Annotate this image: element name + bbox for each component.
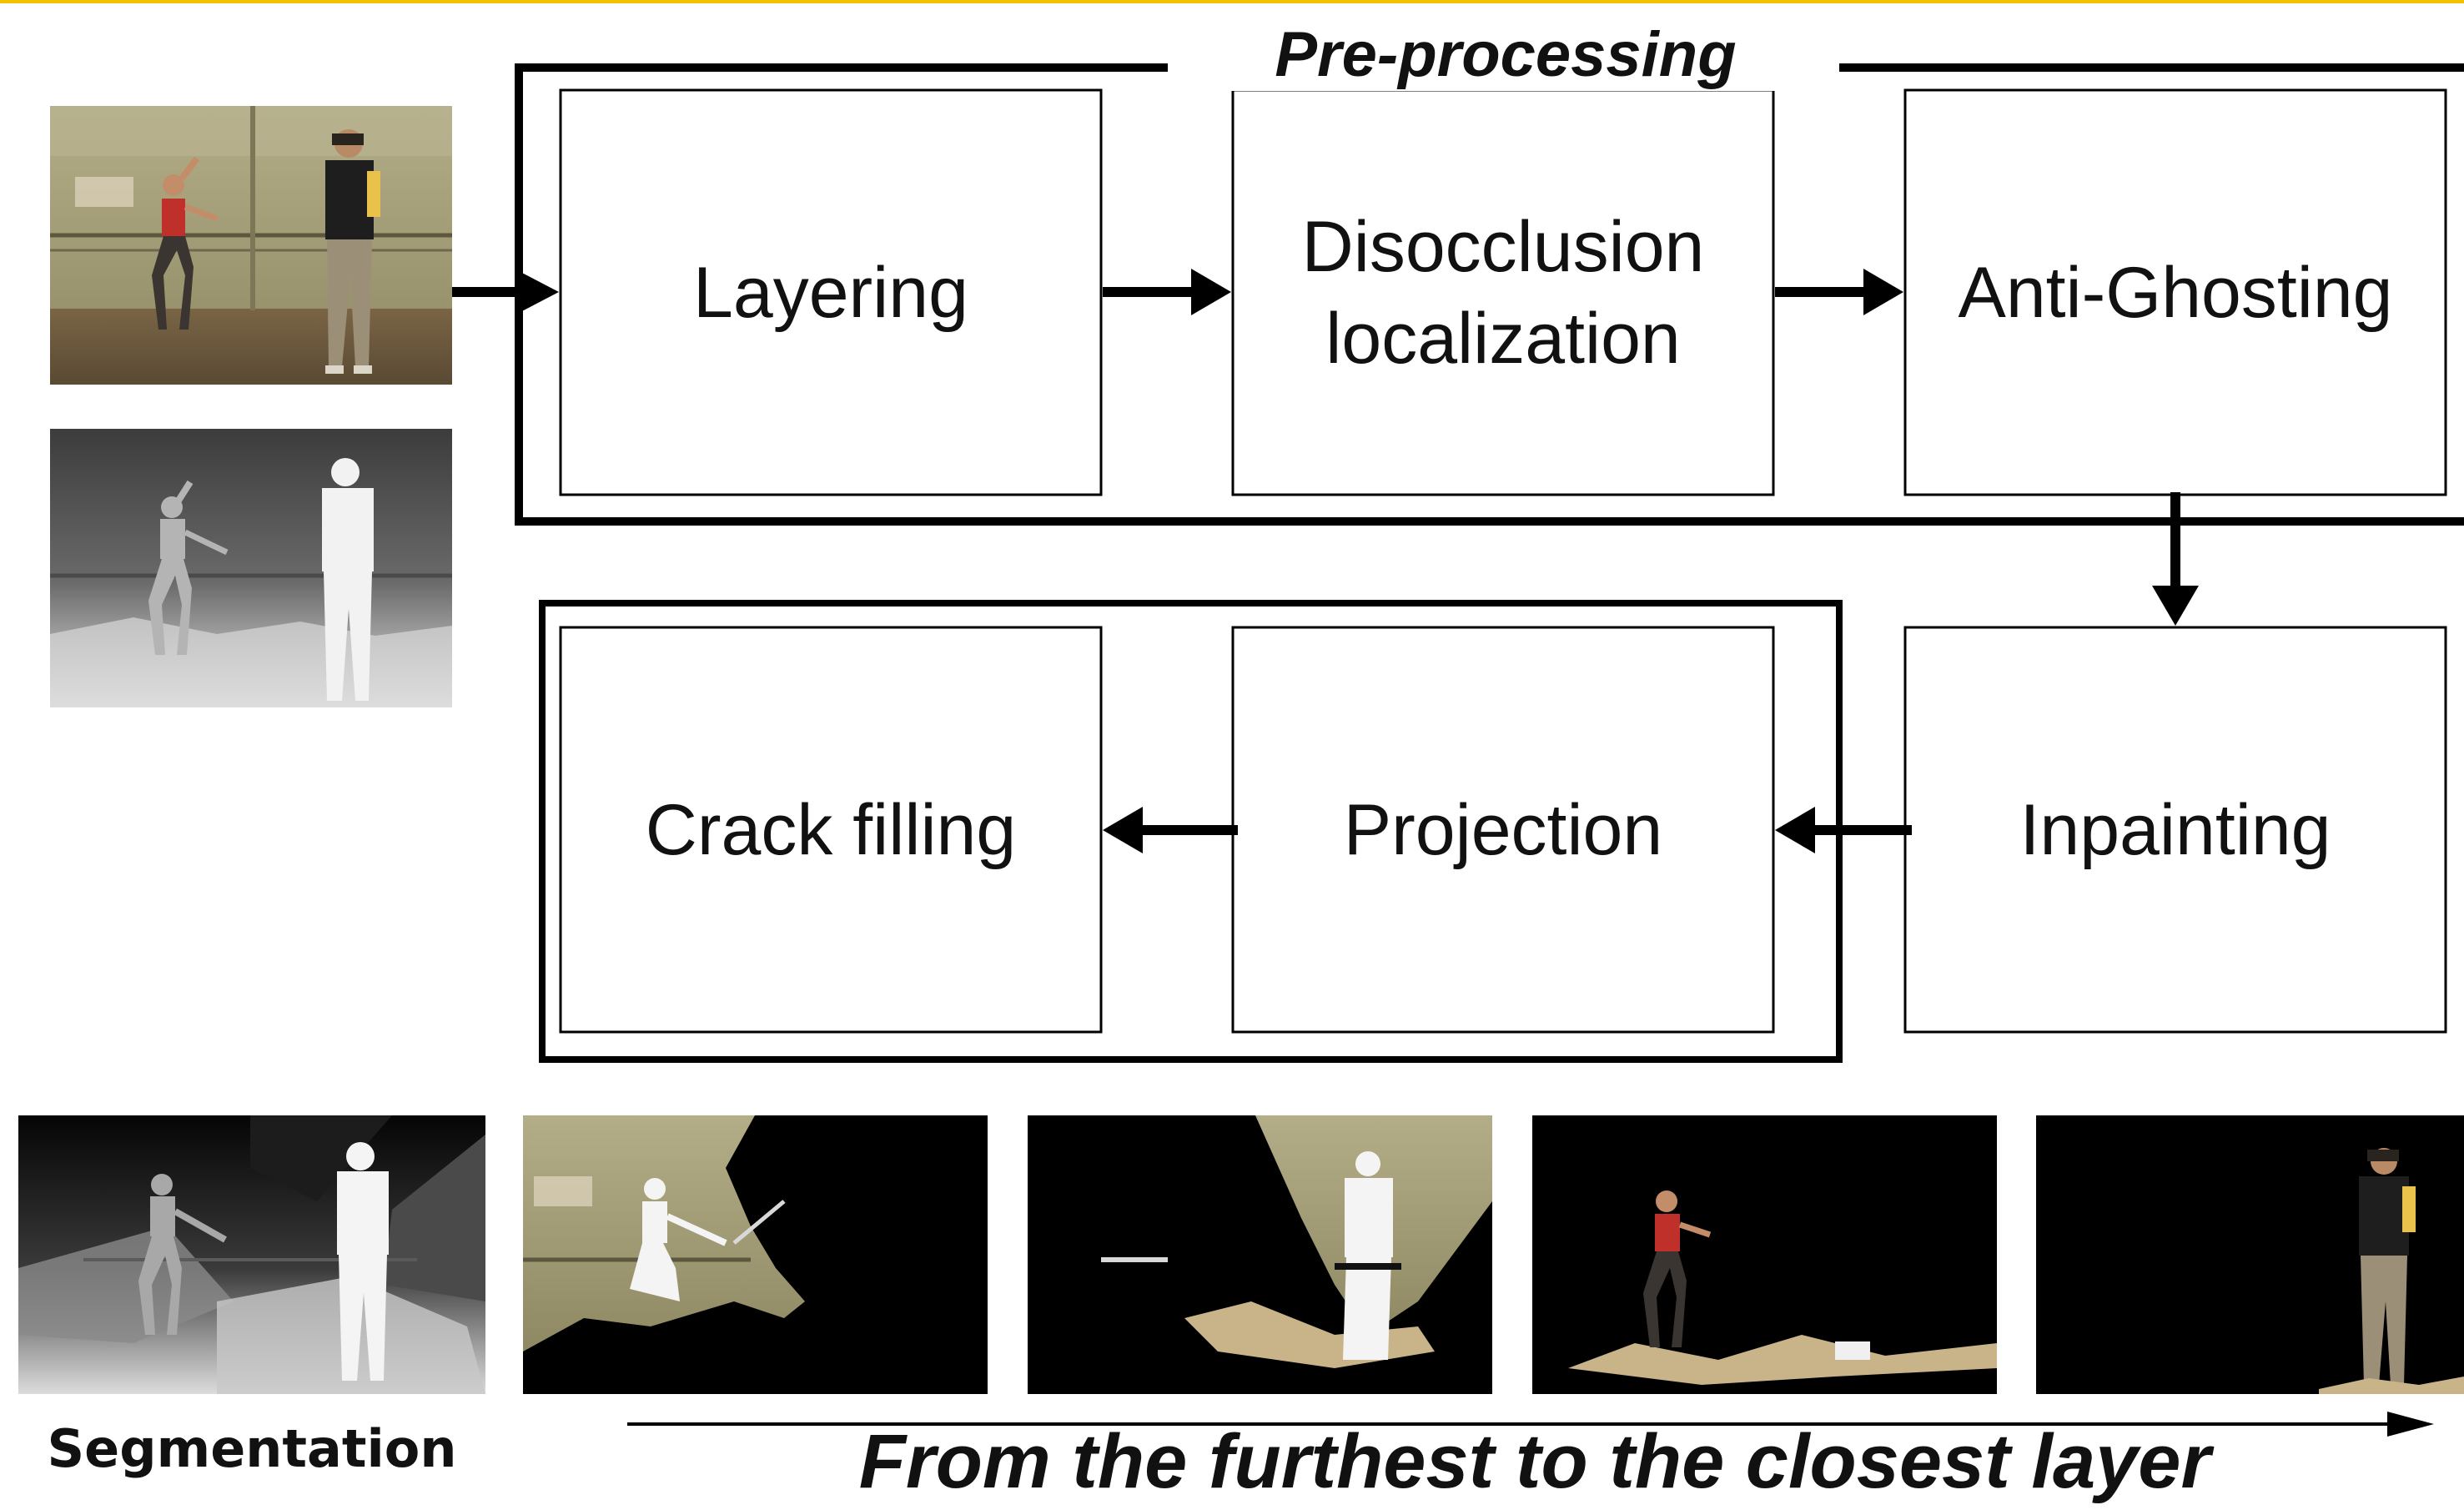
layering-box-outline <box>559 88 1103 496</box>
disocclusion-box-outline <box>1231 88 1775 496</box>
top-accent-line <box>0 0 2464 3</box>
crack-filling-box-outline <box>559 626 1103 1034</box>
segmentation-label: Segmentation <box>47 1418 457 1479</box>
dancer-figure <box>152 156 219 330</box>
inpainting-box: Inpainting <box>1905 627 2446 1032</box>
anti-ghosting-box-outline <box>1903 88 2447 496</box>
segment-man <box>337 1142 389 1381</box>
arrow-disocclusion-to-anti-ghosting <box>1775 269 1903 315</box>
arrow-inpainting-to-projection <box>1775 807 1912 853</box>
layer-1-thumbnail <box>523 1115 988 1394</box>
crack-filling-box: Crack filling <box>561 627 1101 1032</box>
crack-filling-label: Crack filling <box>645 789 1017 870</box>
disocclusion-label-line1: Disocclusion <box>1301 206 1705 287</box>
direction-arrow <box>627 1412 2434 1437</box>
segmentation-map <box>18 1115 485 1394</box>
layer-4-thumbnail <box>2036 1115 2464 1394</box>
projection-box: Projection <box>1233 627 1773 1032</box>
input-depth-map <box>50 429 452 707</box>
arrow-layering-to-disocclusion <box>1103 269 1231 315</box>
anti-ghosting-box: Anti-Ghosting <box>1905 90 2446 495</box>
depth-dancer-silhouette <box>148 480 229 655</box>
layering-label: Layering <box>693 252 968 333</box>
arrow-projection-to-crack-filling <box>1103 807 1238 853</box>
layer-3-thumbnail <box>1532 1115 1997 1394</box>
projection-label: Projection <box>1343 789 1663 870</box>
man-figure <box>325 129 380 374</box>
direction-label: From the furthest to the closest layer <box>858 1419 2211 1504</box>
projection-box-outline <box>1231 626 1775 1034</box>
segment-dancer <box>138 1174 227 1335</box>
arrow-anti-ghosting-to-inpainting <box>2152 492 2199 626</box>
layering-box: Layering <box>561 90 1101 495</box>
depth-man-silhouette <box>322 458 374 701</box>
anti-ghosting-label: Anti-Ghosting <box>1958 252 2393 333</box>
layer-2-thumbnail <box>1028 1115 1492 1394</box>
inpainting-label: Inpainting <box>2019 789 2331 870</box>
inpainting-box-outline <box>1903 626 2447 1034</box>
input-color-photo <box>50 106 452 385</box>
disocclusion-localization-box: Disocclusion localization <box>1233 90 1773 495</box>
disocclusion-label-line2: localization <box>1325 298 1681 379</box>
preprocessing-title: Pre-processing <box>1172 18 1839 91</box>
